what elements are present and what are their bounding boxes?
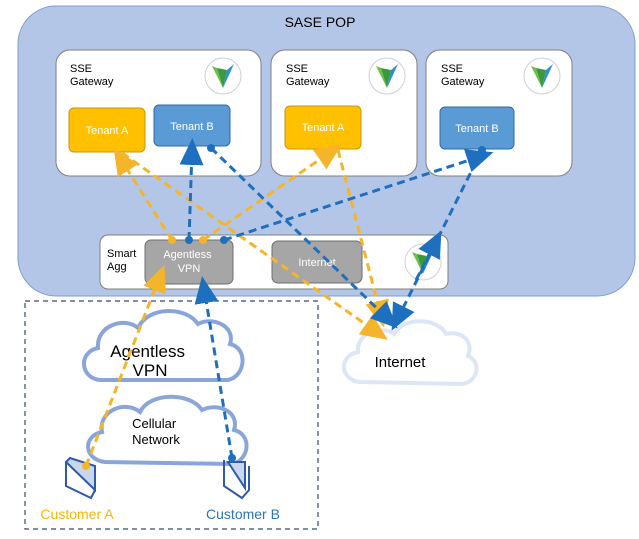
customer-a-label: Customer A <box>40 506 114 522</box>
customer-a-device-icon <box>64 456 96 500</box>
gateway-2-label: SSE Gateway <box>286 63 330 88</box>
tenant-a-paths <box>84 144 389 467</box>
tenant-b-paths <box>179 138 494 459</box>
agentless-vpn-label: Agentless VPN <box>163 249 214 275</box>
sse-gateway-3: SSE Gateway Tenant B <box>425 49 573 177</box>
cellular-network-label: Cellular Network <box>132 416 180 447</box>
smart-agg: Smart Agg Agentless VPN Internet <box>99 234 449 290</box>
versa-logo-icon <box>404 243 442 281</box>
path-vpn-to-gw2-tenant-a <box>202 144 342 242</box>
path-vpn-to-gw1-tenant-b <box>179 138 204 241</box>
customer-b-device-icon <box>223 460 250 500</box>
tenant-a-label: Tenant A <box>86 125 129 137</box>
sase-pop-title: SASE POP <box>285 14 356 30</box>
connection-dots <box>82 144 486 470</box>
path-customer-a-to-vpn <box>84 264 166 467</box>
tenant-b-label: Tenant B <box>170 121 213 133</box>
smart-agg-label: Smart Agg <box>107 248 139 273</box>
path-gw2-tenant-a-to-internet <box>336 149 389 328</box>
client-region <box>24 300 319 530</box>
sse-gateway-1: SSE Gateway Tenant A Tenant B <box>55 49 262 177</box>
cellular-network-cloud: Cellular Network <box>86 394 249 467</box>
path-vpn-to-gw1-tenant-a <box>113 147 174 241</box>
internet-box-label: Internet <box>298 257 335 269</box>
gateway-3-label: SSE Gateway <box>441 63 485 88</box>
agentless-vpn-cloud: Agentless VPN <box>82 309 245 382</box>
path-gw1-tenant-a-to-internet <box>121 151 388 340</box>
tenant-b-box[interactable] <box>439 106 515 150</box>
path-vpn-to-gw3-tenant-b <box>223 149 494 242</box>
gateway-1-label: SSE Gateway <box>70 63 114 88</box>
tenant-a-label: Tenant A <box>302 122 345 134</box>
versa-logo-icon <box>523 57 561 95</box>
versa-logo-icon <box>204 57 242 95</box>
sse-gateway-2: SSE Gateway Tenant A <box>270 49 418 177</box>
path-smart-agg-to-gw3 <box>414 230 442 281</box>
path-gw1-tenant-b-to-internet <box>209 146 398 329</box>
internet-cloud-label: Internet <box>375 354 427 371</box>
tenant-b-label: Tenant B <box>455 123 498 135</box>
tenant-a-box[interactable] <box>68 107 146 153</box>
path-customer-b-to-vpn <box>194 276 234 459</box>
versa-logo-icon <box>368 57 406 95</box>
customer-b-label: Customer B <box>206 506 280 522</box>
internet-cloud: Internet <box>342 319 479 387</box>
